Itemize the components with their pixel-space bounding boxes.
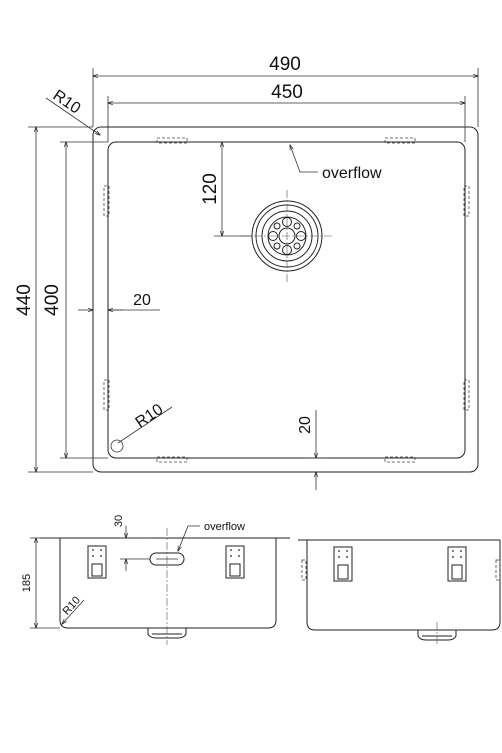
front-radius-callout: R10 xyxy=(61,594,85,624)
radius-callout-inner: R10 xyxy=(110,401,173,453)
dim-depth: 185 xyxy=(21,574,33,592)
front-view: 185 R10 30 overflow xyxy=(21,515,290,645)
dim-front-radius: R10 xyxy=(61,594,83,617)
front-brackets xyxy=(87,545,245,579)
dim-rim-bottom: 20 xyxy=(297,416,314,434)
overflow-callout: overflow xyxy=(290,145,382,182)
height-dimensions: 440 400 xyxy=(14,127,108,472)
dim-radius-inner: R10 xyxy=(133,401,167,432)
dim-width-inner: 450 xyxy=(271,82,303,103)
side-bowl xyxy=(306,540,501,631)
overflow-offset-dimension: 30 xyxy=(113,515,150,571)
overflow-label-top: overflow xyxy=(322,165,382,182)
drain-offset-dimension: 120 xyxy=(200,142,252,236)
dim-rim-side: 20 xyxy=(133,292,151,309)
drain xyxy=(240,190,334,282)
top-view: 490 450 440 400 R10 20 xyxy=(14,54,478,490)
dim-width-outer: 490 xyxy=(269,54,301,75)
dim-radius-outer: R10 xyxy=(50,87,84,118)
dim-drain-offset: 120 xyxy=(200,173,221,205)
overflow-label-front: overflow xyxy=(204,521,245,533)
front-overflow-callout: overflow xyxy=(178,521,245,551)
dim-height-inner: 400 xyxy=(42,284,63,316)
side-view xyxy=(298,539,501,646)
dim-height-outer: 440 xyxy=(14,284,35,316)
radius-callout-outer: R10 xyxy=(45,87,100,135)
depth-dimension: 185 xyxy=(21,538,60,628)
dim-overflow-offset: 30 xyxy=(113,515,125,527)
front-bowl xyxy=(59,538,277,629)
width-dimensions: 490 450 xyxy=(93,54,478,142)
sink-inner-bowl xyxy=(107,141,466,459)
rim-bottom-dimension: 20 xyxy=(297,410,326,490)
mounting-clips xyxy=(103,137,470,463)
sink-outer-rim xyxy=(92,126,479,473)
rim-side-dimension: 20 xyxy=(78,292,160,310)
